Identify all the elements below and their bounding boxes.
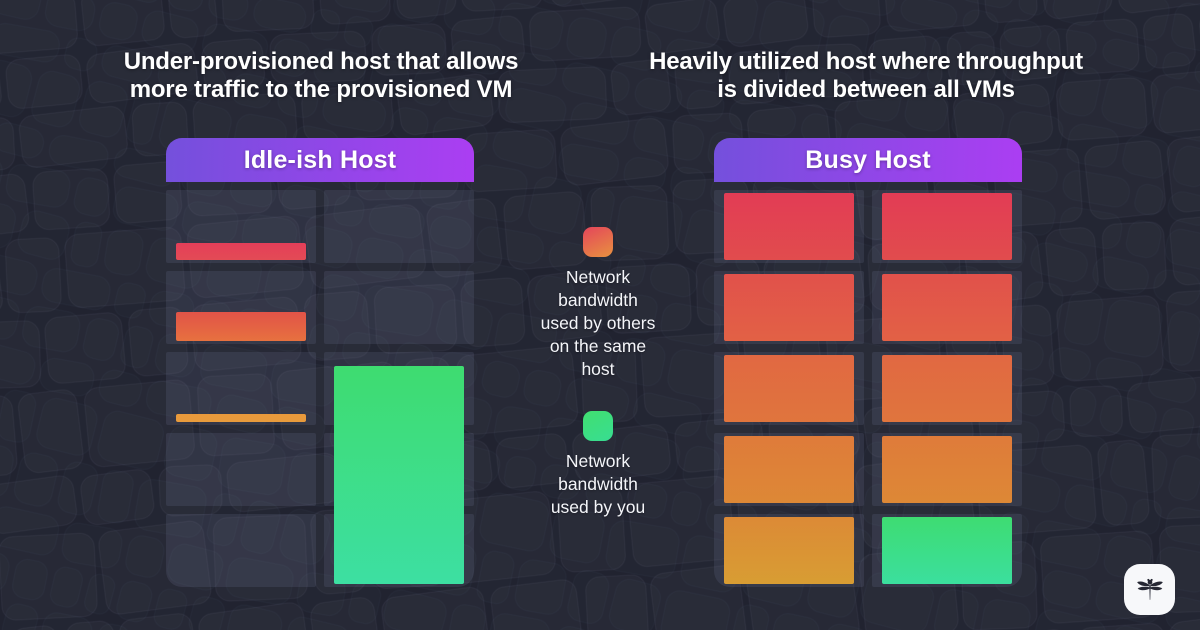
right-title-line1: Heavily utilized host where throughput: [649, 48, 1083, 75]
vm-cell: [872, 352, 1022, 425]
bandwidth-fill-others: [724, 193, 854, 260]
idle-host-header: Idle-ish Host: [166, 138, 474, 182]
legend-line: used by others: [540, 313, 656, 333]
left-title: Under-provisioned host that allows more …: [61, 48, 581, 103]
dragonfly-icon: [1136, 578, 1163, 600]
vm-cell: [872, 514, 1022, 587]
legend-line: Network: [565, 267, 631, 287]
right-title-line2: is divided between all VMs: [717, 75, 1015, 103]
idle-host-panel: Idle-ish Host: [166, 138, 474, 587]
vm-cell: [166, 271, 316, 344]
vm-cell: [714, 514, 864, 587]
bandwidth-bar-others: [176, 243, 306, 260]
bandwidth-fill-others: [724, 355, 854, 422]
busy-host-header-label: Busy Host: [805, 145, 931, 174]
idle-host-header-label: Idle-ish Host: [243, 145, 397, 174]
vm-cell: [714, 433, 864, 506]
vm-cell: [324, 190, 474, 263]
vm-cell: [714, 352, 864, 425]
left-title-line1: Under-provisioned host that allows: [123, 48, 519, 75]
legend-swatch-you: [583, 411, 613, 441]
bandwidth-bar-others: [176, 312, 306, 341]
bandwidth-fill-others: [882, 274, 1012, 341]
vm-cell: [166, 433, 316, 506]
vm-cell: [166, 514, 316, 587]
legend-line: bandwidth: [558, 290, 638, 310]
bandwidth-fill-others: [724, 517, 854, 584]
legend-line: on the same: [549, 336, 647, 356]
legend-line: host: [581, 359, 615, 379]
legend-text-you: Network bandwidth used by you: [551, 450, 645, 519]
vm-cell: [324, 271, 474, 344]
vm-cell: [166, 190, 316, 263]
idle-host-grid: [166, 190, 474, 587]
vm-cell: [872, 190, 1022, 263]
vm-cell: [714, 190, 864, 263]
right-title: Heavily utilized host where throughput i…: [606, 48, 1126, 103]
vm-cell: [714, 271, 864, 344]
bandwidth-fill-others: [724, 274, 854, 341]
vm-cell: [872, 271, 1022, 344]
bandwidth-fill-others: [882, 436, 1012, 503]
busy-host-panel: Busy Host: [714, 138, 1022, 587]
legend-swatch-others: [583, 227, 613, 257]
bandwidth-fill-others: [882, 355, 1012, 422]
busy-host-grid: [714, 190, 1022, 587]
vm-cell: [872, 433, 1022, 506]
legend-text-others: Network bandwidth used by others on the sam…: [541, 266, 656, 381]
legend-line: bandwidth: [558, 474, 638, 494]
legend-item-you: Network bandwidth used by you: [498, 411, 698, 519]
bandwidth-fill-others: [882, 193, 1012, 260]
vm-cell: [166, 352, 316, 425]
bandwidth-bar-others: [176, 414, 306, 422]
bandwidth-fill-others: [724, 436, 854, 503]
busy-host-header: Busy Host: [714, 138, 1022, 182]
legend-item-others: Network bandwidth used by others on the sam…: [498, 227, 698, 381]
dragonfly-logo: [1124, 564, 1175, 615]
bandwidth-fill-you: [882, 517, 1012, 584]
left-title-line2: more traffic to the provisioned VM: [129, 75, 513, 103]
legend-line: used by you: [550, 497, 646, 517]
bandwidth-bar-you: [334, 366, 464, 584]
legend-line: Network: [565, 451, 631, 471]
